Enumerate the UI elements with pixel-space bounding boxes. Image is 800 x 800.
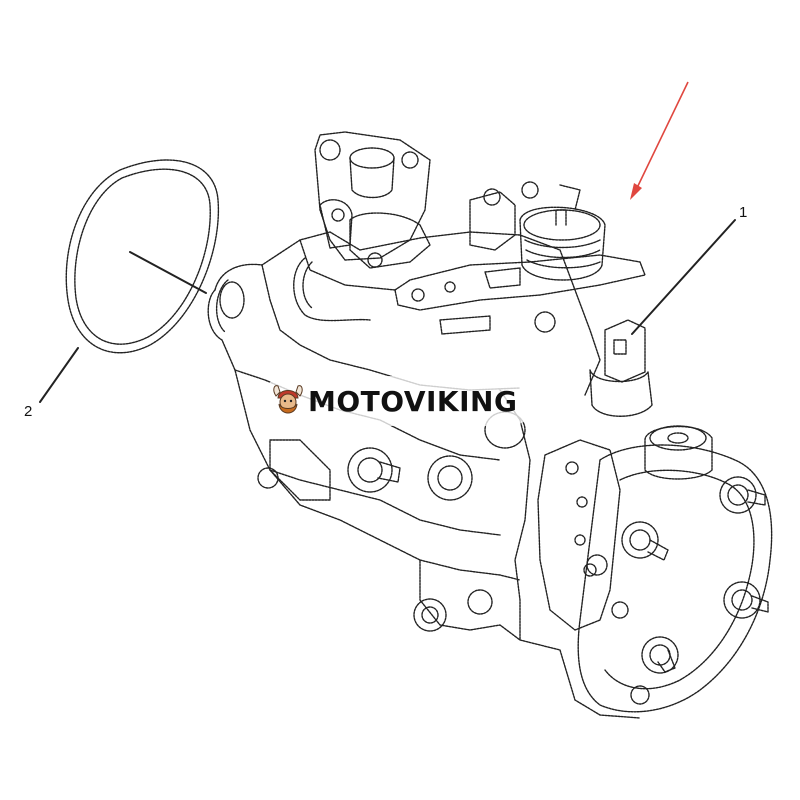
o-ring-part — [65, 159, 220, 354]
sensor-connector-part — [589, 319, 653, 417]
leader-line-1 — [631, 219, 736, 335]
leader-line-2b — [39, 347, 79, 403]
injection-pump-body — [207, 231, 773, 719]
brand-name: MOTOVIKING — [308, 385, 518, 418]
callout-label-1: 1 — [739, 204, 748, 221]
callout-label-2: 2 — [24, 403, 33, 420]
viking-head-icon — [273, 385, 303, 414]
leader-line-2a — [129, 251, 207, 294]
governor-cover — [293, 131, 431, 322]
brand-watermark: MOTOVIKING — [262, 376, 534, 426]
pump-bolts — [215, 279, 526, 632]
throttle-lever — [394, 254, 646, 335]
stop-solenoid — [469, 181, 606, 281]
indicator-arrow — [630, 81, 689, 200]
